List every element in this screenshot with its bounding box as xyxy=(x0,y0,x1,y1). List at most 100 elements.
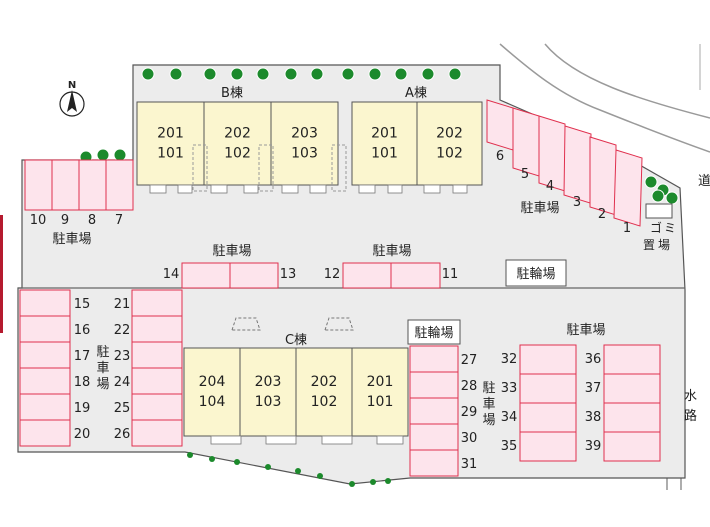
parking-label-northwest: 駐車場 xyxy=(52,232,91,247)
hedge-icon xyxy=(265,464,271,470)
unit-number-upper: 204 xyxy=(199,374,226,390)
parking-number-37: 37 xyxy=(585,381,602,396)
tree-icon xyxy=(230,67,244,81)
hedge-icon xyxy=(349,481,355,487)
parking-space xyxy=(519,373,577,404)
parking-space xyxy=(589,136,617,216)
building-b-unit-2 xyxy=(270,101,339,186)
parking-space xyxy=(78,159,107,211)
hedge-icon xyxy=(317,473,323,479)
building-b-label: B棟 xyxy=(221,86,243,101)
parking-space xyxy=(409,345,459,373)
parking-number-27: 27 xyxy=(461,353,478,368)
unit-number-lower: 102 xyxy=(224,146,251,162)
unit-number-upper: 203 xyxy=(291,126,318,142)
porch xyxy=(321,435,353,445)
parking-space xyxy=(105,159,134,211)
north-compass-icon: N xyxy=(59,80,85,117)
hedge-icon xyxy=(370,479,376,485)
porch xyxy=(177,184,193,194)
parking-space xyxy=(519,402,577,433)
tree-icon xyxy=(394,67,408,81)
hedge-icon xyxy=(234,459,240,465)
parking-number-24: 24 xyxy=(114,375,131,390)
parking-number-12: 12 xyxy=(324,267,341,282)
unit-number-upper: 201 xyxy=(367,374,394,390)
parking-vertical-center-1: 駐 xyxy=(482,381,495,396)
garbage-label-3: 置 xyxy=(643,238,655,252)
parking-space xyxy=(131,341,183,369)
parking-number-6: 6 xyxy=(496,149,504,164)
hedge-icon xyxy=(187,452,193,458)
parking-space xyxy=(563,125,592,204)
porch xyxy=(452,184,468,194)
parking-vertical-west-2: 車 xyxy=(96,361,109,376)
unit-number-upper: 201 xyxy=(157,126,184,142)
unit-number-lower: 101 xyxy=(371,146,398,162)
tree-icon xyxy=(644,175,658,189)
parking-space xyxy=(390,262,441,289)
building-a-label: A棟 xyxy=(405,86,427,101)
tree-icon xyxy=(341,67,355,81)
parking-space xyxy=(603,431,661,462)
buildings-group: 2011012021022031032011012021022041042031… xyxy=(136,101,483,445)
waterway-label-2: 路 xyxy=(684,408,697,424)
parking-space xyxy=(181,262,231,289)
parking-number-39: 39 xyxy=(585,439,602,454)
unit-number-upper: 203 xyxy=(255,374,282,390)
parking-space xyxy=(131,289,183,317)
porch xyxy=(309,184,327,194)
building-a-unit-1 xyxy=(416,101,483,186)
porch xyxy=(265,435,297,445)
building-c-unit-3 xyxy=(351,347,409,437)
parking-vertical-west-1: 駐 xyxy=(96,345,109,360)
parking-space xyxy=(603,344,661,375)
bike-parking-center-label: 駐輪場 xyxy=(414,325,453,341)
parking-label-middle-left: 駐車場 xyxy=(212,244,251,259)
unit-number-lower: 101 xyxy=(157,146,184,162)
parking-space xyxy=(342,262,392,289)
tree-icon xyxy=(448,67,462,81)
porch xyxy=(376,435,404,445)
building-a-unit-0 xyxy=(351,101,418,186)
parking-number-11: 11 xyxy=(442,267,459,282)
parking-space xyxy=(19,367,71,395)
tree-icon xyxy=(421,67,435,81)
building-b-unit-0 xyxy=(136,101,205,186)
parking-number-17: 17 xyxy=(74,349,91,364)
garbage-label-4: 場 xyxy=(658,238,670,252)
tree-icon xyxy=(368,67,382,81)
road-edge-line xyxy=(499,43,710,153)
parking-vertical-center-3: 場 xyxy=(482,413,495,428)
parking-space xyxy=(19,341,71,369)
bike-parking-center-box xyxy=(407,319,461,345)
unit-number-lower: 102 xyxy=(436,146,463,162)
parking-number-21: 21 xyxy=(114,297,131,312)
parking-space xyxy=(229,262,279,289)
tree-icon xyxy=(169,67,183,81)
garbage-label-2: ミ xyxy=(664,221,676,235)
unit-number-lower: 102 xyxy=(311,394,338,410)
porch xyxy=(423,184,441,194)
building-c-label: C棟 xyxy=(285,333,307,348)
bike-parking-north-label: 駐輪場 xyxy=(516,266,555,282)
parking-number-16: 16 xyxy=(74,323,91,338)
parking-number-4: 4 xyxy=(546,179,554,194)
porch xyxy=(358,184,376,194)
parking-number-22: 22 xyxy=(114,323,131,338)
parking-space xyxy=(519,431,577,462)
parking-label-east: 駐車場 xyxy=(566,323,605,338)
porch xyxy=(149,184,167,194)
tree-icon xyxy=(113,148,127,162)
parking-label-middle-right: 駐車場 xyxy=(372,244,411,259)
parking-vertical-center-2: 車 xyxy=(482,397,495,412)
tree-icon xyxy=(651,189,665,203)
parking-number-36: 36 xyxy=(585,352,602,367)
tree-icon xyxy=(310,67,324,81)
parking-space xyxy=(512,107,540,177)
parking-number-3: 3 xyxy=(573,195,581,210)
parking-number-25: 25 xyxy=(114,401,131,416)
parking-number-23: 23 xyxy=(114,349,131,364)
parking-number-33: 33 xyxy=(501,381,518,396)
parking-number-14: 14 xyxy=(163,267,180,282)
